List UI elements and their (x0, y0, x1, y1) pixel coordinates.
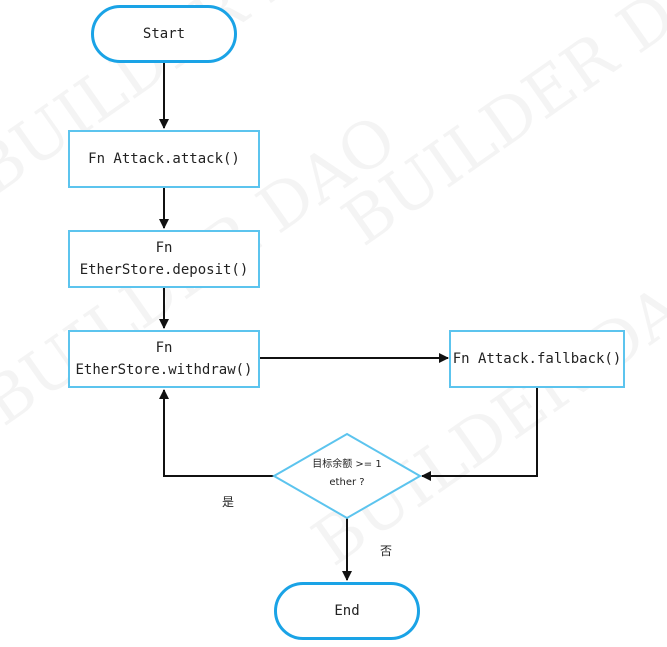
fallback-label: Fn Attack.fallback() (452, 351, 622, 367)
deposit-node: Fn EtherStore.deposit() (68, 230, 260, 288)
withdraw-label-line1: Fn (155, 340, 173, 356)
deposit-label-line1: Fn (155, 240, 173, 256)
start-node: Start (91, 5, 237, 63)
decision-label: 目标余额 >= 1 ether ? (274, 456, 420, 492)
withdraw-label-line2: EtherStore.withdraw() (75, 362, 253, 378)
edge-decision-yes-to-withdraw (159, 389, 274, 477)
end-node: End (274, 582, 420, 640)
decision-diamond (271, 432, 423, 520)
attack-label: Fn Attack.attack() (88, 151, 240, 167)
no-branch-label: 否 (380, 544, 393, 558)
decision-label-line2: ether ? (329, 477, 365, 488)
fallback-node: Fn Attack.fallback() (449, 330, 625, 388)
deposit-label-line2: EtherStore.deposit() (79, 262, 249, 278)
attack-node: Fn Attack.attack() (68, 130, 260, 188)
yes-branch-label: 是 (222, 495, 235, 509)
start-label: Start (142, 26, 186, 42)
end-label: End (334, 603, 360, 619)
edge-fallback-to-decision (421, 388, 538, 481)
withdraw-node: Fn EtherStore.withdraw() (68, 330, 260, 388)
decision-label-line1: 目标余额 >= 1 (312, 459, 382, 470)
